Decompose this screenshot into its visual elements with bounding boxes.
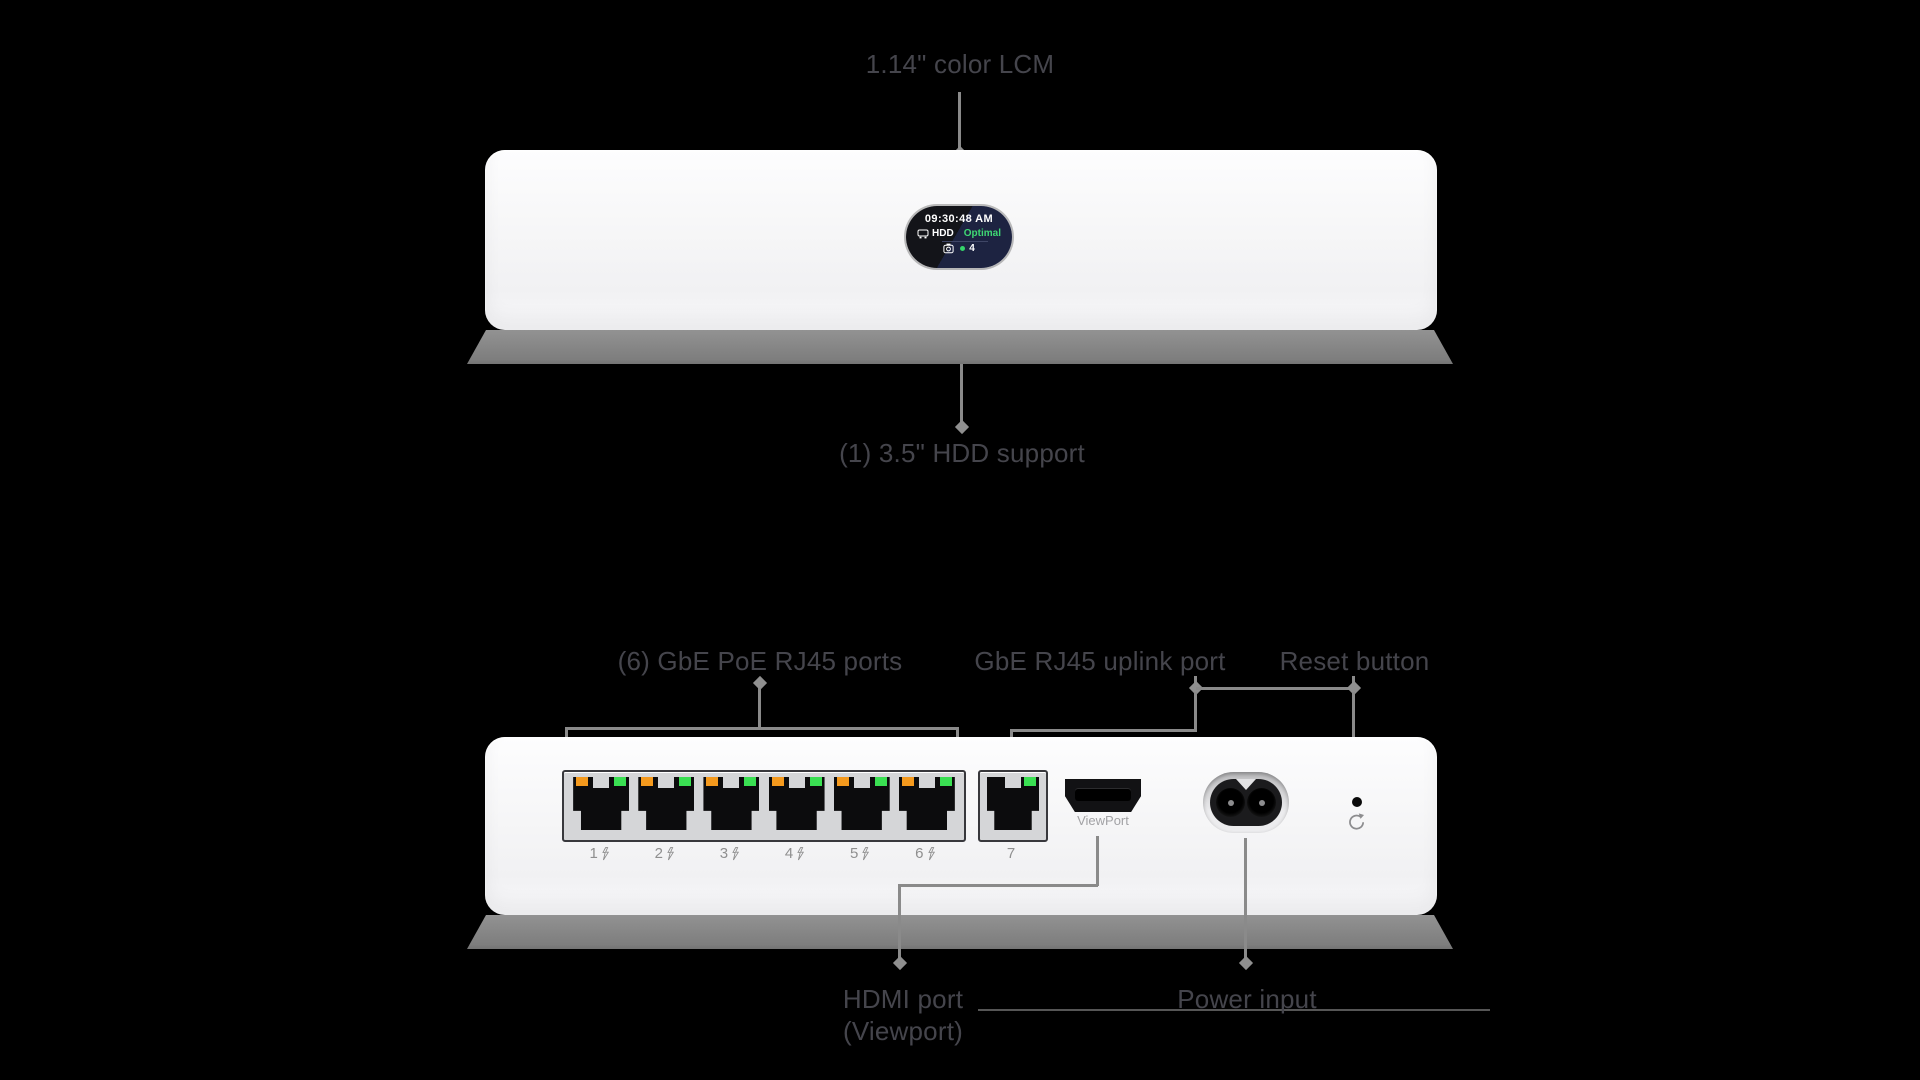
port5-tab bbox=[853, 777, 870, 788]
poe-bolt-icon bbox=[862, 846, 870, 860]
power-socket bbox=[1203, 772, 1289, 833]
port6-tab bbox=[918, 777, 935, 788]
lcm-hdd-status: Optimal bbox=[963, 228, 1001, 239]
lcm-divider bbox=[942, 241, 988, 242]
port5-led-orange bbox=[836, 777, 849, 786]
hdmi-slot bbox=[1075, 788, 1131, 801]
port6-label: 6 bbox=[897, 845, 953, 862]
port2-led-green bbox=[679, 777, 692, 786]
camera-status-dot bbox=[960, 246, 966, 251]
uplink-leader-v1 bbox=[1194, 692, 1197, 732]
rj45-port-3 bbox=[703, 777, 760, 830]
port4-led-green bbox=[809, 777, 822, 786]
port4-led-orange bbox=[771, 777, 784, 786]
poe-bracket bbox=[565, 727, 959, 730]
port2-led-orange bbox=[641, 777, 654, 786]
power-leader-marker bbox=[1238, 955, 1254, 971]
rj45-port-2 bbox=[638, 777, 695, 830]
port3-label: 3 bbox=[701, 845, 757, 862]
power-socket-notch bbox=[1236, 779, 1256, 790]
hdd-leader-marker bbox=[954, 419, 970, 435]
hdmi-leader-v2 bbox=[898, 884, 901, 960]
port1-label: 1 bbox=[571, 845, 627, 862]
uplink-callout-label: GbE RJ45 uplink port bbox=[974, 646, 1226, 676]
reset-callout-label: Reset button bbox=[1279, 646, 1430, 676]
port6-led-green bbox=[939, 777, 952, 786]
port5-label: 5 bbox=[832, 845, 888, 862]
lcm-time: 09:30:48 AM bbox=[924, 213, 994, 225]
camera-icon bbox=[943, 243, 954, 254]
power-pin-left bbox=[1216, 788, 1245, 817]
rj45-port-7 bbox=[987, 777, 1039, 830]
device-rear-shadow bbox=[467, 915, 1453, 949]
lcm-hdd-row: HDD Optimal bbox=[917, 228, 1001, 239]
rj45-port-6 bbox=[898, 777, 955, 830]
power-callout-label: Power input bbox=[1177, 984, 1317, 1014]
hdd-leader-line bbox=[960, 364, 963, 422]
hdd-icon bbox=[917, 229, 929, 238]
lcm-camera-row: 4 bbox=[943, 243, 975, 254]
port7-led-green bbox=[1024, 777, 1036, 786]
hdmi-leader-v1 bbox=[1096, 836, 1099, 886]
hdmi-port bbox=[1065, 779, 1141, 812]
poe-bolt-icon bbox=[797, 846, 805, 860]
port2-label: 2 bbox=[636, 845, 692, 862]
viewport-port-label: ViewPort bbox=[1077, 813, 1129, 828]
device-front-shadow bbox=[467, 330, 1453, 364]
rj45-port-1 bbox=[573, 777, 630, 830]
port1-tab bbox=[593, 777, 610, 788]
hdmi-leader-h bbox=[898, 884, 1098, 887]
port1-led-green bbox=[614, 777, 627, 786]
power-pin-right-contact bbox=[1258, 799, 1265, 806]
port3-led-orange bbox=[706, 777, 719, 786]
hdmi-callout-label-line1: HDMI port bbox=[842, 984, 964, 1014]
reset-arrow-icon bbox=[1349, 813, 1365, 830]
rj45-port-5 bbox=[833, 777, 890, 830]
reset-leader-line bbox=[1352, 692, 1355, 775]
top-label-rail bbox=[1196, 687, 1354, 690]
poe-leader-line bbox=[758, 688, 761, 729]
lcm-display: 09:30:48 AM HDD Optimal 4 bbox=[906, 206, 1012, 268]
power-pin-right bbox=[1247, 788, 1276, 817]
reset-leader-stub bbox=[1352, 676, 1355, 684]
hdd-row-left: HDD bbox=[917, 228, 954, 239]
hdmi-callout-label-line2: (Viewport) bbox=[842, 1016, 963, 1046]
poe-bolt-icon bbox=[667, 846, 674, 860]
poe-port-number-row: 1 2 3 4 5 6 bbox=[562, 845, 962, 862]
poe-ports-callout-label: (6) GbE PoE RJ45 ports bbox=[617, 646, 903, 676]
poe-bolt-icon bbox=[927, 846, 935, 860]
port3-tab bbox=[723, 777, 740, 788]
poe-port-group bbox=[562, 770, 966, 842]
port4-tab bbox=[788, 777, 805, 788]
uplink-leader-h bbox=[1010, 729, 1197, 732]
power-socket-body bbox=[1210, 779, 1282, 826]
poe-bolt-icon bbox=[732, 846, 740, 860]
poe-bolt-icon bbox=[602, 846, 609, 860]
port1-led-orange bbox=[576, 777, 589, 786]
hdd-callout-label: (1) 3.5" HDD support bbox=[839, 438, 1085, 468]
reset-button bbox=[1352, 797, 1362, 807]
port2-tab bbox=[658, 777, 675, 788]
power-leader-line bbox=[1244, 838, 1247, 960]
lcm-callout-label: 1.14" color LCM bbox=[865, 49, 1055, 79]
port5-led-green bbox=[874, 777, 887, 786]
rj45-port-4 bbox=[768, 777, 825, 830]
port6-led-orange bbox=[901, 777, 914, 786]
bottom-label-rail bbox=[978, 1009, 1490, 1011]
port7-label: 7 bbox=[1006, 845, 1016, 862]
port7-tab bbox=[1005, 777, 1021, 788]
port4-label: 4 bbox=[767, 845, 823, 862]
hdmi-leader-marker bbox=[892, 955, 908, 971]
power-pin-left-contact bbox=[1227, 799, 1234, 806]
uplink-leader-stub bbox=[1194, 676, 1197, 684]
port3-led-green bbox=[744, 777, 757, 786]
lcm-camera-count: 4 bbox=[969, 243, 975, 254]
lcm-hdd-text: HDD bbox=[932, 228, 954, 239]
uplink-port-group bbox=[978, 770, 1048, 842]
